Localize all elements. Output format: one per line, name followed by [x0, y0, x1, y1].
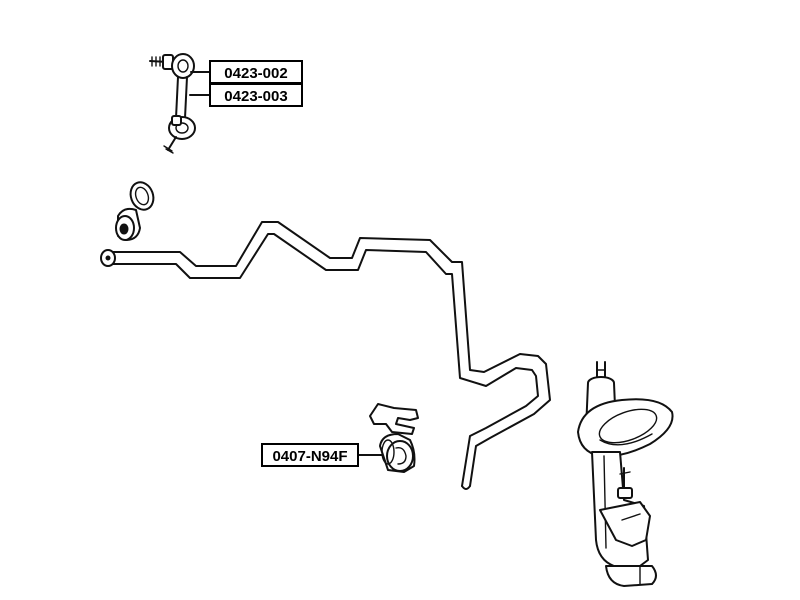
stabilizer-bar-bushing-right[interactable]	[369, 403, 419, 473]
part-number-0423-003: 0423-003	[224, 88, 287, 105]
part-label-box	[261, 443, 359, 467]
stabilizer-bar-bushing-left[interactable]	[115, 179, 157, 241]
label-group-0423-003[interactable]: 0423-003	[189, 83, 303, 107]
label-group-0423-002[interactable]: 0423-002	[190, 60, 303, 84]
stabilizer-bar[interactable]	[100, 221, 551, 490]
part-number-0407-N94F: 0407-N94F	[272, 448, 347, 465]
label-group-0407-N94F[interactable]: 0407-N94F	[261, 443, 383, 467]
part-label-box	[209, 83, 303, 107]
part-number-0423-002: 0423-002	[224, 65, 287, 82]
stabilizer-link[interactable]	[149, 53, 196, 154]
shock-absorber-strut[interactable]	[577, 361, 674, 587]
